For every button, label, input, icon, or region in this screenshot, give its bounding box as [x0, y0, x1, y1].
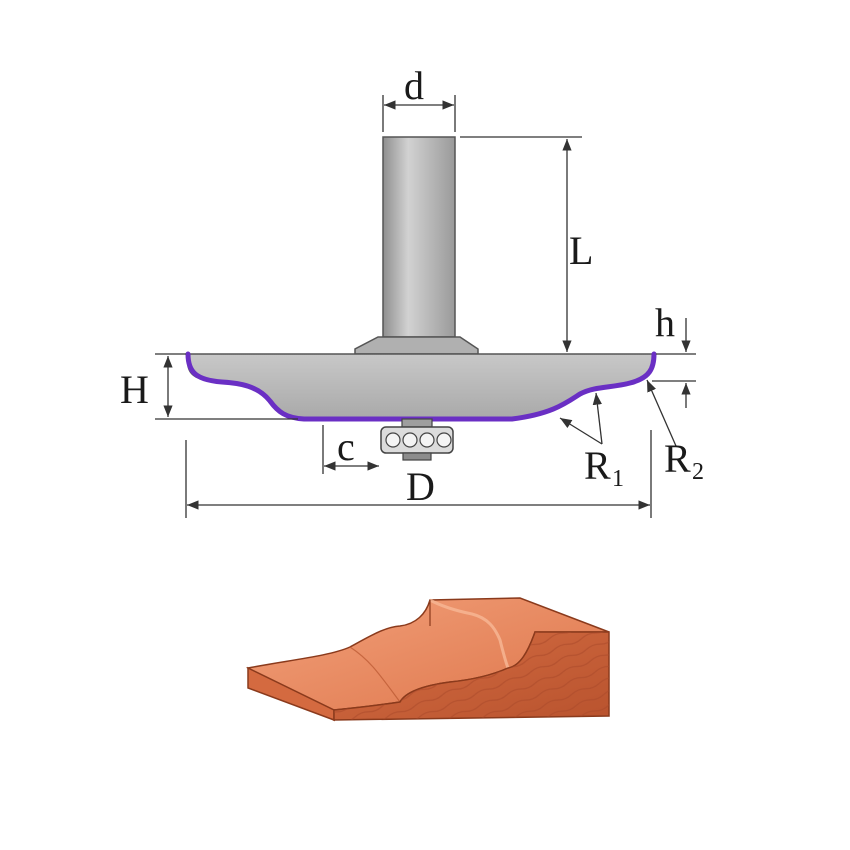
label-R2: R 2: [664, 436, 704, 485]
label-L: L: [569, 228, 593, 273]
label-D: D: [406, 464, 435, 509]
shank: [354, 136, 479, 355]
label-R1: R 1: [584, 443, 624, 492]
label-R2-base: R: [664, 436, 691, 481]
label-R2-sub: 2: [692, 459, 704, 485]
cutting-edge: [185, 351, 657, 422]
bearing: [380, 418, 454, 461]
label-R1-base: R: [584, 443, 611, 488]
cutter-body: [187, 353, 655, 420]
label-c: c: [337, 424, 355, 469]
label-H: H: [120, 367, 149, 412]
wood-profile: [245, 597, 610, 722]
label-h: h: [655, 300, 675, 345]
dimension-lines: [155, 95, 696, 518]
label-R1-sub: 1: [612, 466, 624, 492]
label-d: d: [404, 63, 424, 108]
